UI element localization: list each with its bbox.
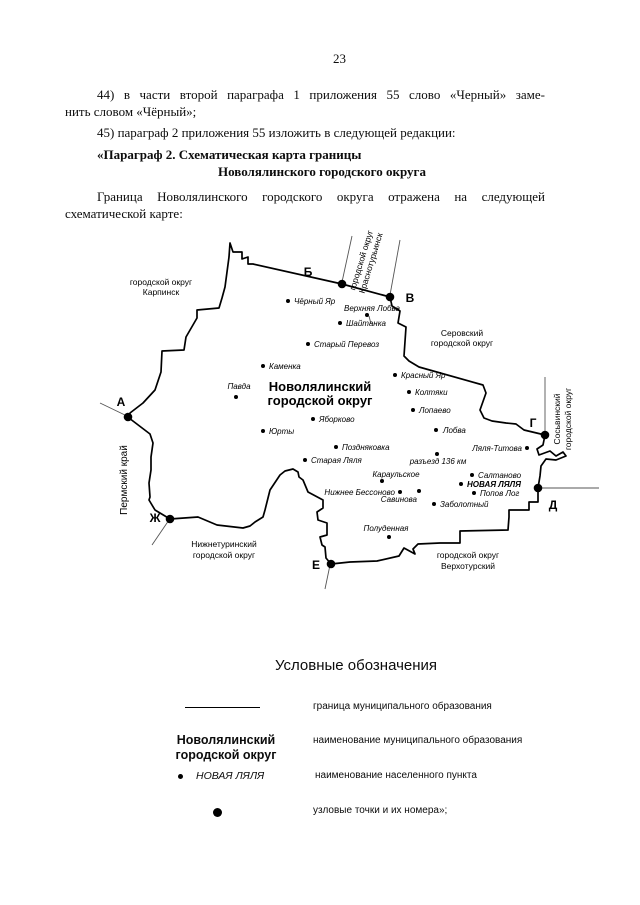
settlement-dot (261, 364, 265, 368)
settlement-label: Колтяки (415, 388, 448, 397)
legend-title: Условные обозначения (274, 657, 438, 674)
settlement-dot (338, 321, 342, 325)
region-label: Пермский край (119, 445, 130, 515)
node-dot (540, 430, 550, 440)
settlement-label: Заболотный (440, 500, 489, 509)
intro-line2: схематической карте: (65, 206, 183, 221)
settlement-label: Лобва (442, 426, 466, 435)
settlement-dot (470, 473, 474, 477)
intro-line1: Граница Новолялинского городского округа… (97, 189, 545, 204)
node-dot (165, 514, 175, 524)
paragraph-45: 45) параграф 2 приложения 55 изложить в … (97, 125, 456, 140)
settlement-dot (303, 458, 307, 462)
settlement-dot (365, 313, 369, 317)
settlement-label: НОВАЯ ЛЯЛЯ (467, 480, 521, 489)
settlement-dot (334, 445, 338, 449)
settlement-label: Караульское (372, 470, 420, 479)
aux-leader-line (341, 235, 353, 283)
settlement-dot (306, 342, 310, 346)
settlement-dot (286, 299, 290, 303)
municipal-boundary-line (128, 242, 567, 565)
settlement-label: Шайтанка (346, 319, 386, 328)
settlement-label: Полуденная (364, 524, 410, 533)
settlement-dot (432, 502, 436, 506)
node-dot (533, 483, 543, 493)
node-label: Г (530, 416, 537, 430)
paragraph-44-line2: нить словом «Чёрный»; (65, 104, 197, 119)
legend-settlement-label: наименование населенного пункта (315, 770, 477, 781)
settlement-label: Красный Яр (401, 371, 446, 380)
settlement-label: Салтаново (478, 471, 522, 480)
node-dot (123, 412, 133, 422)
node-label: Ж (149, 511, 161, 525)
settlement-dot (311, 417, 315, 421)
settlement-name-symbol: НОВАЯ ЛЯЛЯ (196, 770, 265, 782)
settlement-label: Попов Лог (480, 489, 519, 498)
municipality-name-line2: городской округ (175, 748, 277, 762)
settlement-dot (387, 535, 391, 539)
settlement-dot (380, 479, 384, 483)
node-dot (326, 559, 336, 569)
settlement-label: Старая Ляля (311, 456, 362, 465)
node-label: А (117, 395, 126, 409)
aux-leader-line (99, 402, 128, 417)
settlement-dot (472, 491, 476, 495)
settlement-label: Лопаево (418, 406, 451, 415)
settlement-label: Нижнее Бессоново (324, 488, 395, 497)
settlement-dot (398, 490, 402, 494)
settlement-dot (234, 395, 238, 399)
section-heading-line1: «Параграф 2. Схематическая карта границы (97, 147, 362, 162)
node-label: В (406, 291, 415, 305)
node-dot-symbol (213, 808, 222, 817)
settlement-label: Юрты (269, 427, 294, 436)
aux-leader-line (151, 519, 170, 546)
municipality-name-line1: Новолялинский (176, 733, 276, 747)
settlement-label: Яборково (318, 415, 355, 424)
settlement-label: Чёрный Яр (294, 297, 336, 306)
settlement-dot (459, 482, 463, 486)
settlement-dot (525, 446, 529, 450)
node-label: Е (312, 558, 320, 572)
settlement-label: Павда (227, 382, 251, 391)
settlement-label: разъезд 136 км (409, 457, 467, 466)
aux-leader-line (324, 564, 331, 590)
settlement-label: Старый Перевоз (314, 340, 379, 349)
settlement-label: Савинова (381, 495, 418, 504)
legend-node-label: узловые точки и их номера»; (313, 805, 448, 816)
settlement-dot-symbol (178, 774, 183, 779)
settlement-dot (407, 390, 411, 394)
legend-municipality-label: наименование муниципального образования (313, 735, 523, 746)
municipality-name-symbol: Новолялинский городской округ (150, 733, 302, 763)
settlement-dot (435, 452, 439, 456)
settlement-label: Поздняковка (342, 443, 390, 452)
boundary-line-symbol (185, 707, 260, 708)
settlement-dot (261, 429, 265, 433)
region-label: городской округКраснотурьинск (347, 228, 385, 294)
settlement-label: Ляля-Титова (471, 444, 522, 453)
page-number: 23 (333, 51, 346, 66)
settlement-dot (417, 489, 421, 493)
region-label: Сосьвинскийгородской округ (552, 388, 573, 450)
settlement-label: Каменка (269, 362, 301, 371)
node-dot (385, 292, 395, 302)
legend-boundary-label: граница муниципального образования (313, 701, 492, 712)
settlement-label: Верхняя Лобва (344, 304, 401, 313)
node-label: Д (549, 498, 558, 512)
settlement-dot (393, 373, 397, 377)
section-heading-line2: Новолялинского городского округа (218, 164, 426, 179)
settlement-dot (434, 428, 438, 432)
settlement-dot (411, 408, 415, 412)
paragraph-44-line1: 44) в части второй параграфа 1 приложени… (97, 87, 545, 102)
node-label: Б (304, 265, 313, 279)
aux-leader-line (389, 239, 401, 296)
node-dot (337, 279, 347, 289)
aux-leader-line (368, 315, 372, 325)
